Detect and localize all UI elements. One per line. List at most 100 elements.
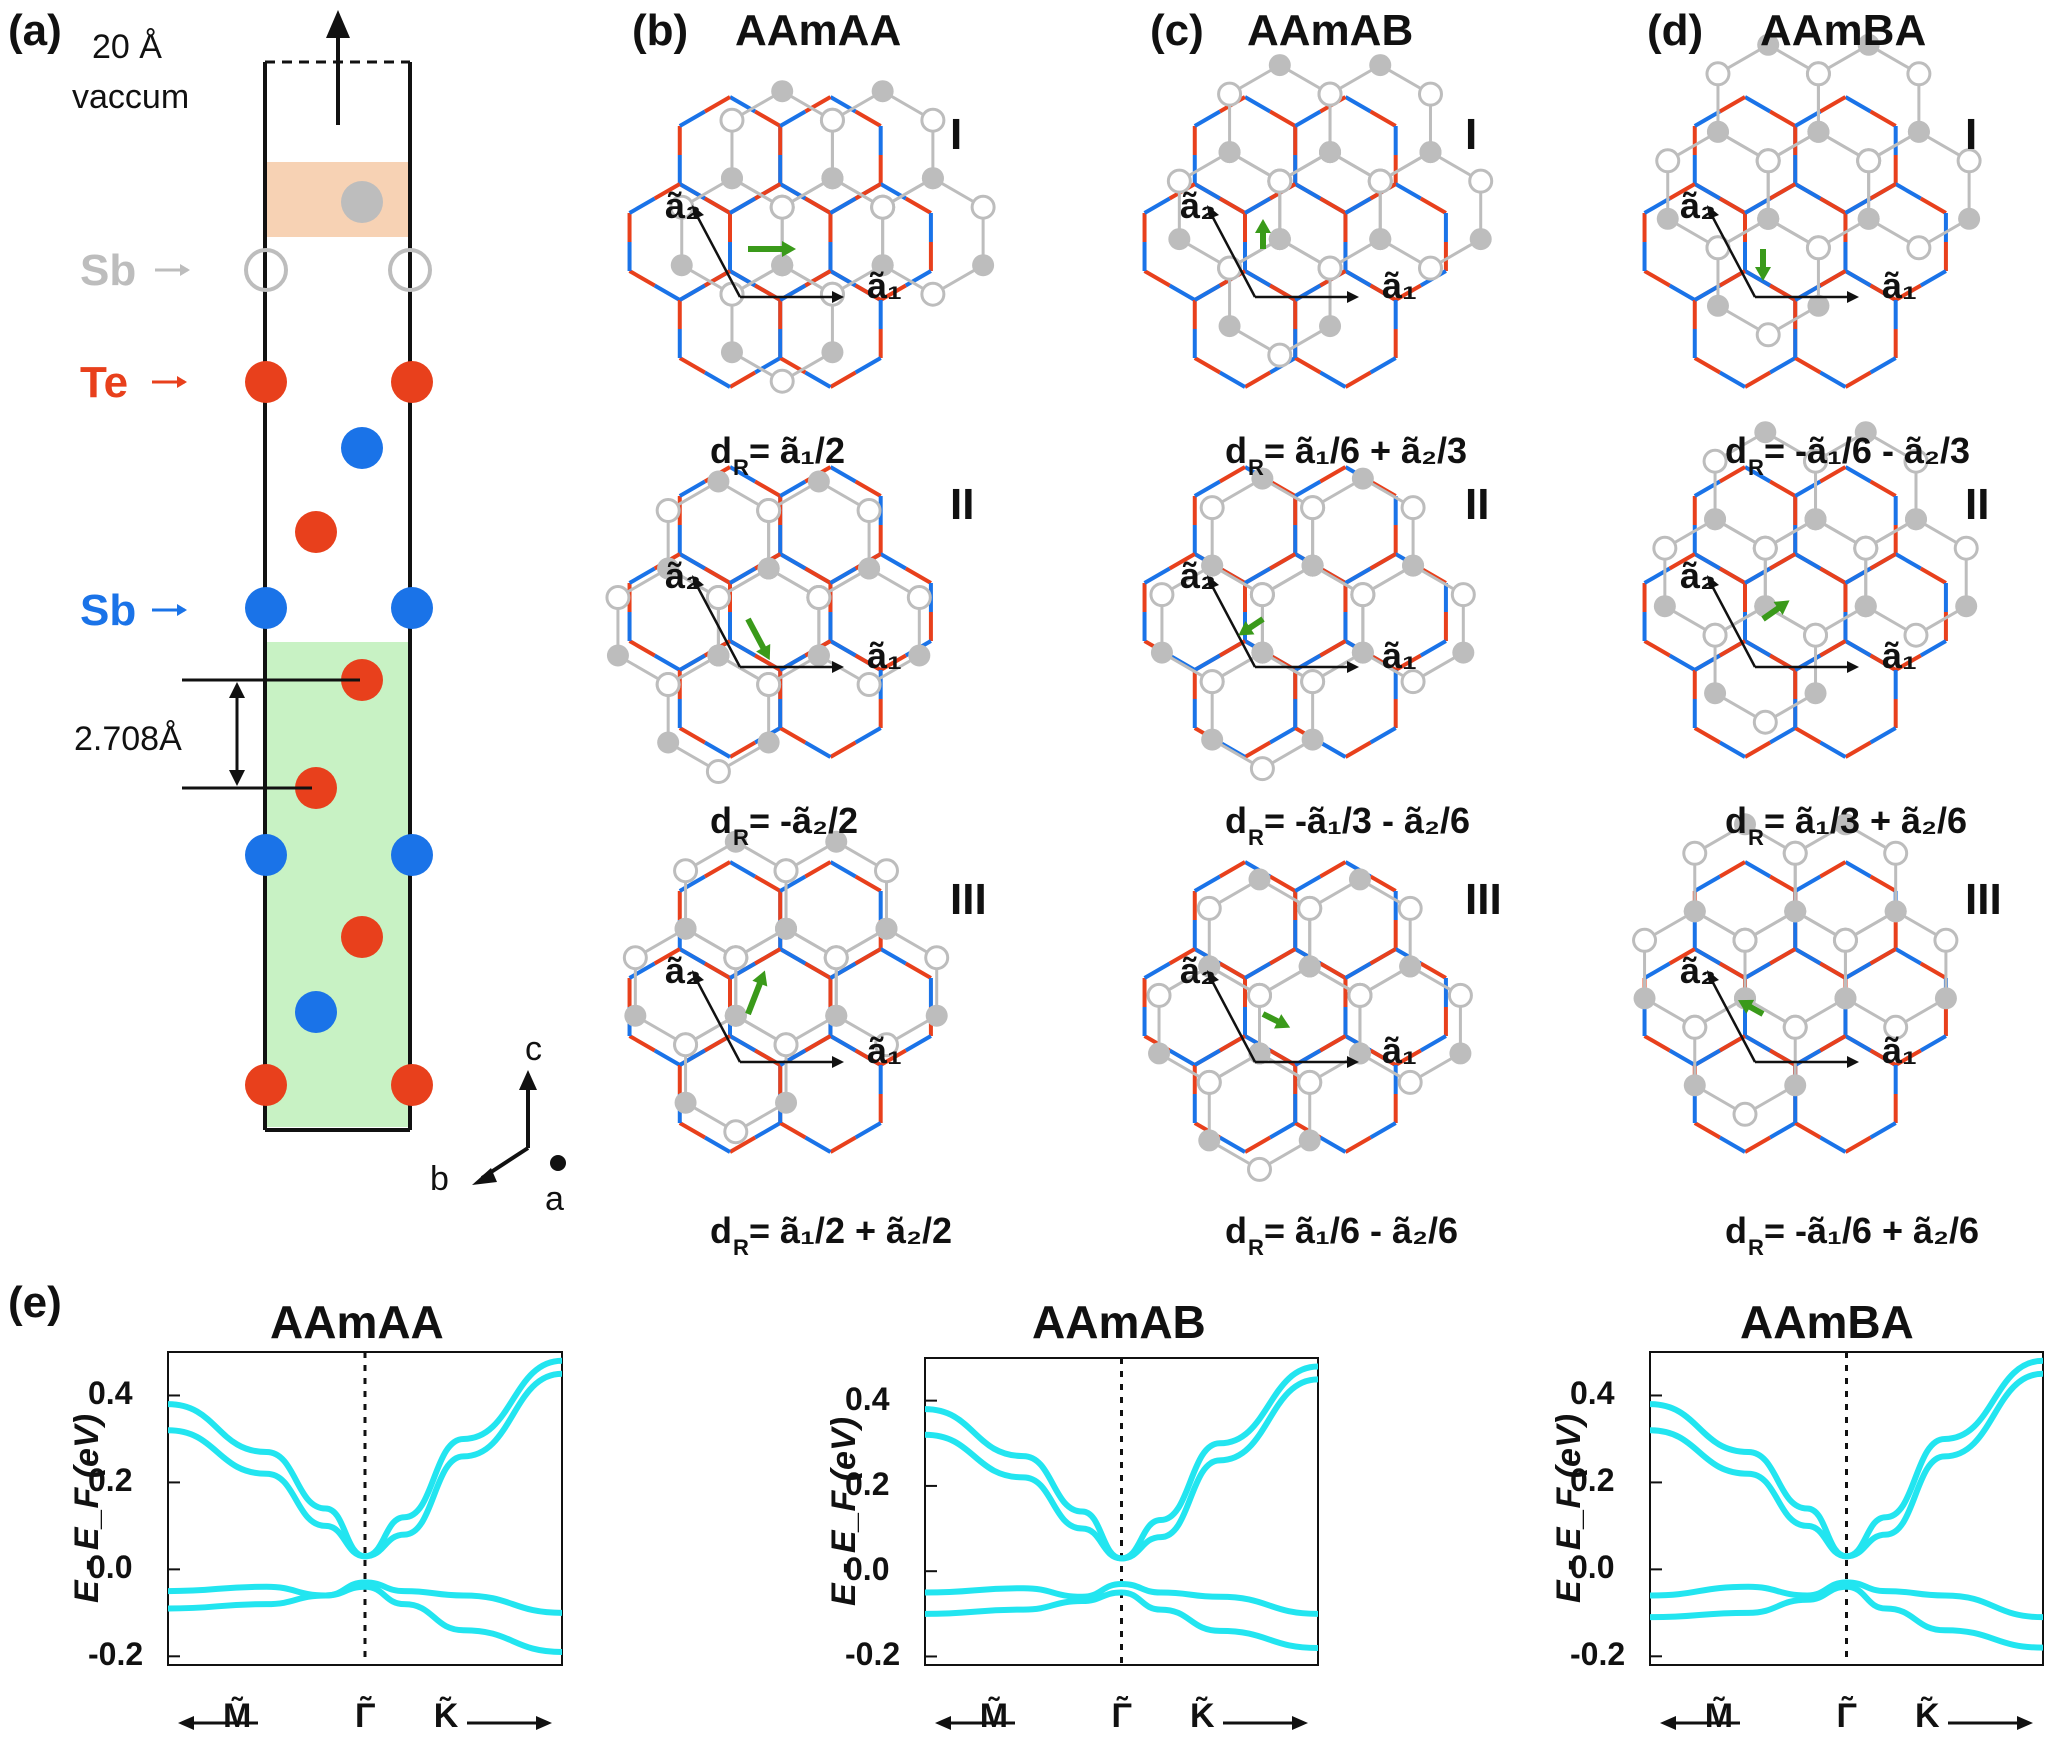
dr-label-0-2: d: [710, 1210, 732, 1251]
panel-b-title: AAmAA: [735, 6, 902, 55]
band-plot-0: [167, 1351, 563, 1730]
dr-sub-0-0: R: [733, 455, 749, 480]
dr-label-2-2: d: [1725, 1210, 1747, 1251]
y-tick-label-0-0: 0.4: [88, 1375, 133, 1412]
roman-label-1-2: III: [1465, 875, 1502, 924]
vector-a2-line: [1708, 976, 1757, 1063]
a2-label-1-2: ã₂: [1180, 950, 1217, 991]
y-tick-label-1-1: 0.2: [845, 1465, 890, 1502]
y-axis-label-2: E - E_F (eV): [1549, 1413, 1588, 1603]
hex-cell-1-2: [1142, 860, 1473, 1182]
dr-label-1-2: d: [1225, 1210, 1247, 1251]
vector-a2-line: [693, 211, 742, 298]
a1-label-1-2: ã₁: [1382, 1030, 1417, 1071]
kpoint-G-1: Γ̃: [1111, 1697, 1132, 1735]
hex-cell-0-0: [627, 80, 996, 394]
sb-top-atom: [341, 181, 383, 223]
band-line-2: [1649, 1579, 2044, 1621]
y-tick-label-2-2: 0.0: [1570, 1549, 1615, 1586]
sb-gray-label: Sb: [80, 246, 137, 295]
panel-a-structure: [152, 10, 566, 1185]
dr-eq-2-1: = ã₁/3 + ã₂/6: [1764, 800, 1968, 841]
te-label: Te: [80, 358, 129, 407]
axis-b-label: b: [430, 1160, 449, 1198]
plot-title-aamba: AAmBA: [1740, 1296, 1914, 1348]
dr-sub-1-0: R: [1248, 455, 1264, 480]
shift-arrow: [745, 976, 765, 1016]
a1-label-1-0: ã₁: [1382, 265, 1417, 306]
sb-blue-label: Sb: [80, 586, 137, 635]
plot-title-aamab: AAmAB: [1032, 1296, 1206, 1348]
y-tick-label-1-3: -0.2: [845, 1636, 901, 1673]
y-tick-label-1-2: 0.0: [845, 1551, 890, 1588]
y-tick-label-1-0: 0.4: [845, 1380, 890, 1417]
hex-cell-2-1: [1642, 421, 1979, 759]
kpoint-K-1: K̃: [1190, 1697, 1215, 1735]
dr-eq-1-2: = ã₁/6 - ã₂/6: [1264, 1210, 1458, 1251]
axis-c-label: c: [525, 1030, 542, 1068]
a2-label-0-1: ã₂: [665, 555, 702, 596]
a1-label-0-1: ã₁: [867, 635, 902, 676]
green-region: [265, 642, 410, 1127]
orange-region: [265, 162, 410, 237]
y-tick-label-2-3: -0.2: [1570, 1636, 1626, 1673]
y-tick-label-2-0: 0.4: [1570, 1375, 1615, 1412]
panel-d-title: AAmBA: [1760, 6, 1927, 55]
band-line-3: [924, 1589, 1319, 1651]
dr-sub-2-1: R: [1748, 825, 1764, 850]
y-axis-label-0: E - E_F (eV): [67, 1413, 106, 1603]
roman-label-2-0: I: [1965, 110, 1978, 159]
dr-eq-1-1: = -ã₁/3 - ã₂/6: [1264, 800, 1470, 841]
a2-label-0-2: ã₂: [665, 950, 702, 991]
roman-label-0-1: II: [950, 480, 975, 529]
dr-label-1-0: d: [1225, 430, 1247, 471]
band-line-2: [167, 1579, 563, 1616]
dr-eq-0-2: = ã₁/2 + ã₂/2: [749, 1210, 953, 1251]
dr-sub-1-1: R: [1248, 825, 1264, 850]
hex-cell-0-2: [622, 830, 950, 1154]
dr-sub-2-0: R: [1748, 455, 1764, 480]
y-tick-label-0-1: 0.2: [88, 1462, 133, 1499]
kpoint-G-0: Γ̃: [355, 1697, 376, 1735]
dr-sub-0-1: R: [733, 825, 749, 850]
vector-a2-line: [1708, 211, 1757, 298]
band-line-3: [1649, 1583, 2044, 1651]
band-line-1: [167, 1370, 563, 1560]
a1-label-0-2: ã₁: [867, 1030, 902, 1071]
panel-e-letter: (e): [8, 1278, 62, 1327]
a2-label-1-1: ã₂: [1180, 555, 1217, 596]
band-line-1: [1649, 1370, 2044, 1560]
kpoint-K-0: K̃: [433, 1697, 459, 1735]
roman-label-0-2: III: [950, 875, 987, 924]
dr-sub-1-2: R: [1248, 1235, 1264, 1260]
roman-label-0-0: I: [950, 110, 963, 159]
hex-cell-2-0: [1642, 33, 1982, 389]
kpoint-M-0: M̃: [222, 1697, 252, 1735]
vector-a2-line: [693, 976, 742, 1063]
a2-label-2-1: ã₂: [1680, 555, 1717, 596]
dr-sub-2-2: R: [1748, 1235, 1764, 1260]
a2-label-0-0: ã₂: [665, 185, 702, 226]
hex-cell-0-1: [605, 465, 933, 784]
dr-label-2-1: d: [1725, 800, 1747, 841]
panel-d-letter: (d): [1647, 6, 1704, 55]
band-line-2: [924, 1580, 1319, 1617]
roman-label-1-1: II: [1465, 480, 1490, 529]
panel-c-title: AAmAB: [1247, 6, 1414, 55]
hex-cell-2-2: [1632, 813, 1959, 1154]
band-plot-2: [1649, 1351, 2044, 1730]
band-plot-1: [924, 1357, 1319, 1730]
y-axis-label-1: E - E_F (eV): [824, 1416, 863, 1606]
panel-c-letter: (c): [1150, 6, 1204, 55]
y-tick-label-0-2: 0.0: [88, 1549, 133, 1586]
vector-a2-line: [1208, 211, 1257, 298]
axis-a-label: a: [545, 1180, 564, 1218]
kpoint-M-2: M̃: [1704, 1697, 1734, 1735]
a1-label-2-0: ã₁: [1882, 265, 1917, 306]
dr-sub-0-2: R: [733, 1235, 749, 1260]
dr-eq-2-2: = -ã₁/6 + ã₂/6: [1764, 1210, 1980, 1251]
a1-label-2-1: ã₁: [1882, 635, 1917, 676]
y-tick-label-2-1: 0.2: [1570, 1462, 1615, 1499]
interlayer-distance: 2.708Å: [74, 720, 182, 758]
